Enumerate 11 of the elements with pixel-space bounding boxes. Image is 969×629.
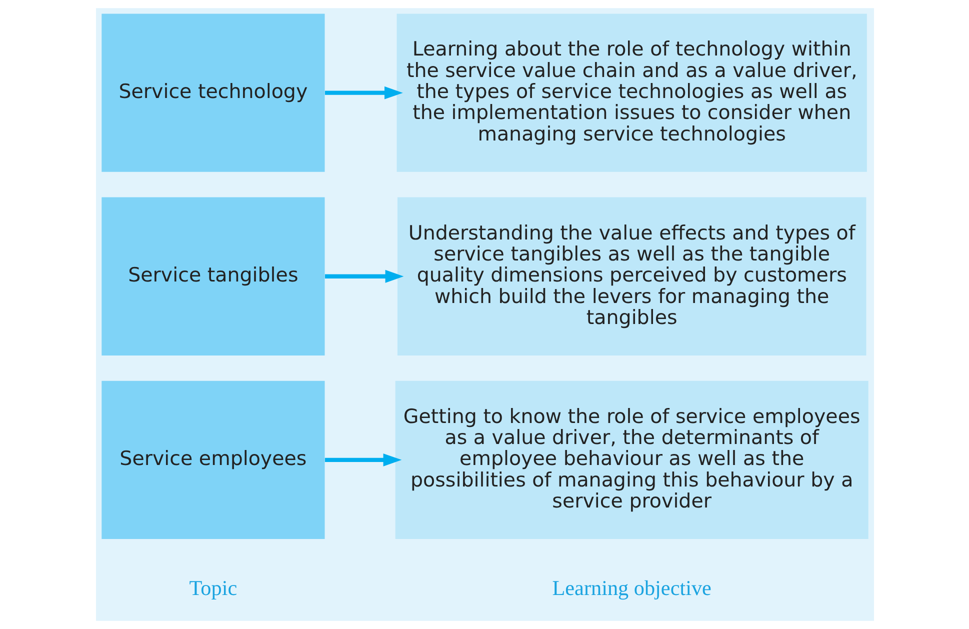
node-box: Service employees — [101, 380, 324, 539]
arrow — [324, 270, 404, 283]
node-box: Understanding the value effects and types of service tangibles as well as the tangible quality dimensions perceived by customers which build the levers for managing the tangibles — [396, 197, 866, 356]
arrow — [324, 454, 402, 466]
label: Learning objective — [552, 576, 711, 600]
node-box: Service tangibles — [101, 197, 324, 356]
node-box: Learning about the role of technology within the service value chain and as a value driver, the types of service technologies as well as the implementation issues to consider when managing service technologies — [396, 14, 866, 172]
node-box: Getting to know the role of service employees as a value driver, the determinants of employee behaviour as well as the possibilities of managing this behaviour by a service provider — [394, 380, 868, 539]
node-box: Service technology — [101, 14, 324, 172]
label: Topic — [188, 576, 237, 600]
arrow — [324, 86, 402, 100]
